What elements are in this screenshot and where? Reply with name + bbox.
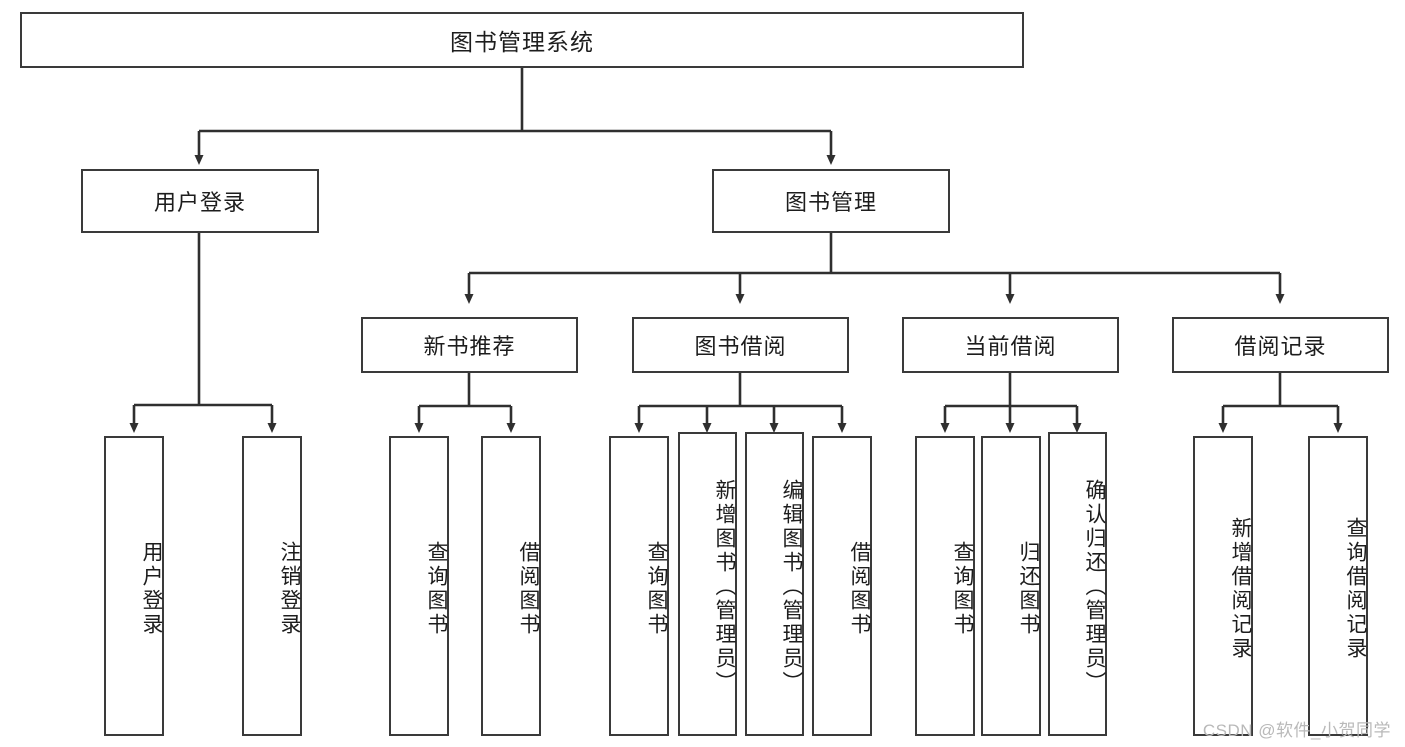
node-label: 图书借阅 <box>694 334 787 359</box>
node-label: 查询图书 <box>425 541 448 637</box>
leaf-book-borrow-borrow[interactable]: 借阅图书 <box>812 436 872 736</box>
node-label: 查询图书 <box>645 541 668 637</box>
node-current-borrow[interactable]: 当前借阅 <box>902 317 1119 373</box>
node-label: 借阅记录 <box>1234 334 1327 359</box>
leaf-new-book-borrow[interactable]: 借阅图书 <box>481 436 541 736</box>
node-label: 图书管理系统 <box>450 29 594 55</box>
node-label: 用户登录 <box>153 190 246 215</box>
node-label: 用户登录 <box>140 541 163 637</box>
leaf-current-borrow-query[interactable]: 查询图书 <box>915 436 975 736</box>
leaf-current-borrow-return[interactable]: 归还图书 <box>981 436 1041 736</box>
node-label: 注销登录 <box>278 541 301 637</box>
node-label: 新增图书（管理员） <box>713 479 736 695</box>
node-label: 查询图书 <box>951 541 974 637</box>
node-book-management[interactable]: 图书管理 <box>712 169 950 233</box>
node-new-book-recommend[interactable]: 新书推荐 <box>361 317 578 373</box>
node-label: 借阅图书 <box>848 541 871 637</box>
leaf-current-borrow-confirm[interactable]: 确认归还（管理员） <box>1048 432 1107 736</box>
leaf-borrow-record-query[interactable]: 查询借阅记录 <box>1308 436 1368 736</box>
leaf-new-book-query[interactable]: 查询图书 <box>389 436 449 736</box>
node-label: 图书管理 <box>784 190 877 215</box>
node-label: 借阅图书 <box>517 541 540 637</box>
node-label: 确认归还（管理员） <box>1083 479 1106 695</box>
leaf-book-borrow-add[interactable]: 新增图书（管理员） <box>678 432 737 736</box>
node-root-system[interactable]: 图书管理系统 <box>20 12 1024 68</box>
leaf-book-borrow-query[interactable]: 查询图书 <box>609 436 669 736</box>
leaf-user-login-login[interactable]: 用户登录 <box>104 436 164 736</box>
node-label: 新增借阅记录 <box>1229 517 1252 661</box>
leaf-user-login-logout[interactable]: 注销登录 <box>242 436 302 736</box>
node-label: 新书推荐 <box>423 334 516 359</box>
leaf-borrow-record-add[interactable]: 新增借阅记录 <box>1193 436 1253 736</box>
node-user-login[interactable]: 用户登录 <box>81 169 319 233</box>
node-book-borrow[interactable]: 图书借阅 <box>632 317 849 373</box>
leaf-book-borrow-edit[interactable]: 编辑图书（管理员） <box>745 432 804 736</box>
node-borrow-record[interactable]: 借阅记录 <box>1172 317 1389 373</box>
csdn-watermark: CSDN @软件_小贺同学 <box>1202 721 1391 740</box>
node-label: 查询借阅记录 <box>1344 517 1367 661</box>
node-label: 归还图书 <box>1017 541 1040 637</box>
node-label: 编辑图书（管理员） <box>780 479 803 695</box>
node-label: 当前借阅 <box>964 334 1057 359</box>
